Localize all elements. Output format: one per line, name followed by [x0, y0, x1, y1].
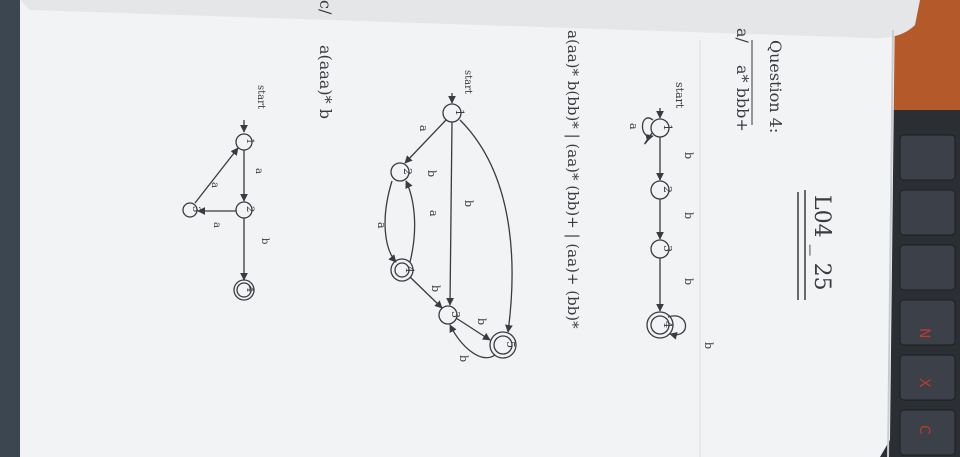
dfa-a-labels: 1 2 3 4 a b b b b	[627, 123, 715, 349]
dfa-b-node-label-3: 3	[449, 311, 462, 318]
dfa-a-node-label-3: 3	[661, 245, 674, 252]
red-key-legends: N X C	[916, 328, 932, 435]
page-edge	[887, 29, 894, 457]
dfa-a-node-label-2: 2	[661, 186, 674, 193]
dfa-a-node-label-4: 4	[661, 321, 674, 328]
dfa-b-node-label-5: 5	[504, 341, 517, 348]
dfa-b-state-5-accept-ring	[493, 335, 513, 355]
dfa-c-state-3	[182, 202, 198, 218]
part-c-label: c/	[316, 0, 335, 15]
dfa-b-start-label: start	[462, 70, 473, 94]
dfa-b-edge-label-7: b	[475, 318, 488, 325]
dfa-c-edge-label-3: a	[211, 222, 222, 228]
dfa-b-edge-label-6: b	[429, 285, 442, 292]
dfa-b-state-4	[390, 258, 414, 282]
dfa-a-node-label-1: 1	[661, 124, 674, 131]
svg-text:C: C	[916, 425, 932, 435]
dfa-c-labels: 1 2 3 4 a a a b	[190, 138, 270, 292]
dfa-a-state-4-accept-ring	[650, 315, 670, 335]
dfa-c-node-label-4: 4	[244, 286, 255, 292]
dfa-b-state-2	[390, 162, 410, 182]
dfa-c-node-label-3: 3	[190, 206, 201, 212]
dfa-b-edge-label-4: a	[427, 210, 440, 217]
dfa-b-edge-label-5: a	[375, 222, 388, 229]
dfa-b-edge-label-1: a	[417, 125, 430, 132]
part-a-label: a/	[733, 28, 752, 44]
page-fold	[20, 0, 920, 39]
dfa-c-state-4-accept-ring	[236, 282, 252, 298]
dfa-b-state-5	[489, 331, 517, 359]
dfa-b-edge-label-8: b	[457, 355, 470, 362]
dfa-b-node-label-1: 1	[453, 109, 466, 116]
dfa-a-state-4	[646, 311, 674, 339]
dfa-a-edge-label-b3: b	[682, 278, 695, 285]
notebook-page	[20, 0, 895, 457]
dfa-c-start-label: start	[255, 85, 266, 109]
dfa-b-node-label-4: 4	[403, 266, 416, 273]
part-c-regex: a(aaa)* b	[316, 45, 335, 119]
dfa-c-state-4	[233, 279, 255, 301]
svg-text:N: N	[916, 328, 932, 338]
part-a-regex: a* bbb+	[733, 65, 752, 132]
svg-text:X: X	[916, 378, 932, 388]
dfa-a: start	[641, 82, 687, 340]
keyboard-keys	[899, 134, 956, 456]
dfa-c-edge-label-4: b	[259, 238, 270, 244]
dfa-c: start	[182, 85, 266, 301]
dfa-c-node-label-1: 1	[244, 138, 255, 144]
dfa-b-state-3	[438, 305, 458, 325]
part-b-regex: a(aa)* b(bb)* | (aa)* (bb)+ | (aa)+ (bb)…	[564, 30, 582, 329]
dfa-b-edge-label-3: b	[425, 170, 438, 177]
dfa-a-edge-label-b4: b	[702, 342, 715, 349]
dfa-b-node-label-2: 2	[401, 168, 414, 175]
dfa-c-edge-label-1: a	[253, 168, 264, 174]
dfa-a-edge-label-b2: b	[682, 212, 695, 219]
dfa-a-edge-label-a: a	[627, 123, 640, 130]
question-heading: Question 4:	[766, 40, 785, 133]
dfa-b-state-4-accept-ring	[394, 262, 410, 278]
title-text: L04 _ 25	[809, 195, 834, 291]
dfa-b: start	[384, 70, 517, 359]
dfa-c-edge-label-2: a	[209, 182, 220, 188]
dfa-a-start-label: start	[673, 82, 686, 109]
desk-left	[0, 0, 20, 457]
dfa-a-edge-label-b1: b	[682, 152, 695, 159]
dfa-b-labels: 1 2 3 4 5 a b b a a b b b	[375, 109, 517, 362]
dfa-c-node-label-2: 2	[244, 206, 255, 212]
dfa-b-edge-label-2: b	[462, 200, 475, 207]
